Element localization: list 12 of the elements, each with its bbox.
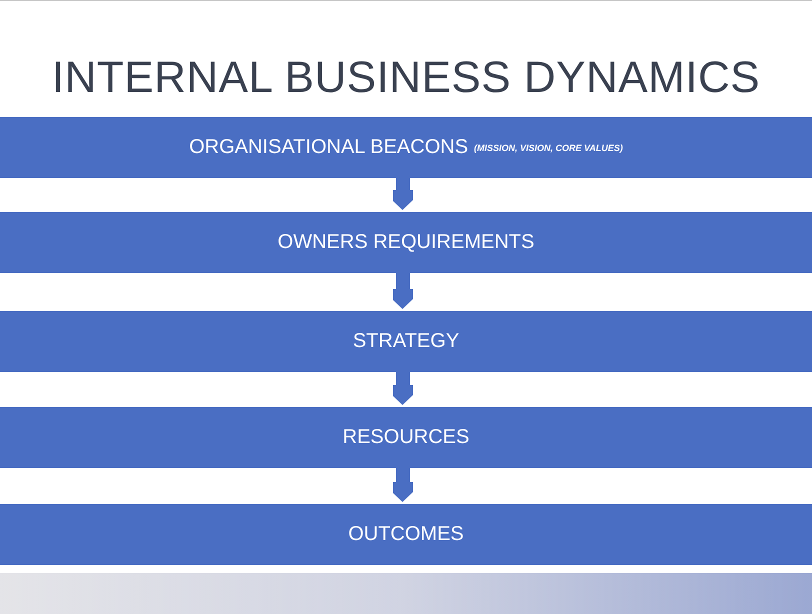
bar-label: ORGANISATIONAL BEACONS	[189, 136, 468, 159]
process-bar	[0, 212, 812, 273]
bar-label: OWNERS REQUIREMENTS	[278, 231, 534, 254]
bar-label: STRATEGY	[352, 330, 460, 353]
bar-label: OUTCOMES	[348, 523, 464, 546]
process-bar	[0, 117, 812, 178]
title: INTERNAL BUSINESS DYNAMICS	[50, 53, 762, 103]
bar-label: RESOURCES	[342, 426, 470, 449]
process-bar	[0, 504, 812, 565]
process-bar	[0, 407, 812, 468]
bar-sublabel: (MISSION, VISION, CORE VALUES)	[474, 142, 623, 152]
process-bar	[0, 311, 812, 372]
